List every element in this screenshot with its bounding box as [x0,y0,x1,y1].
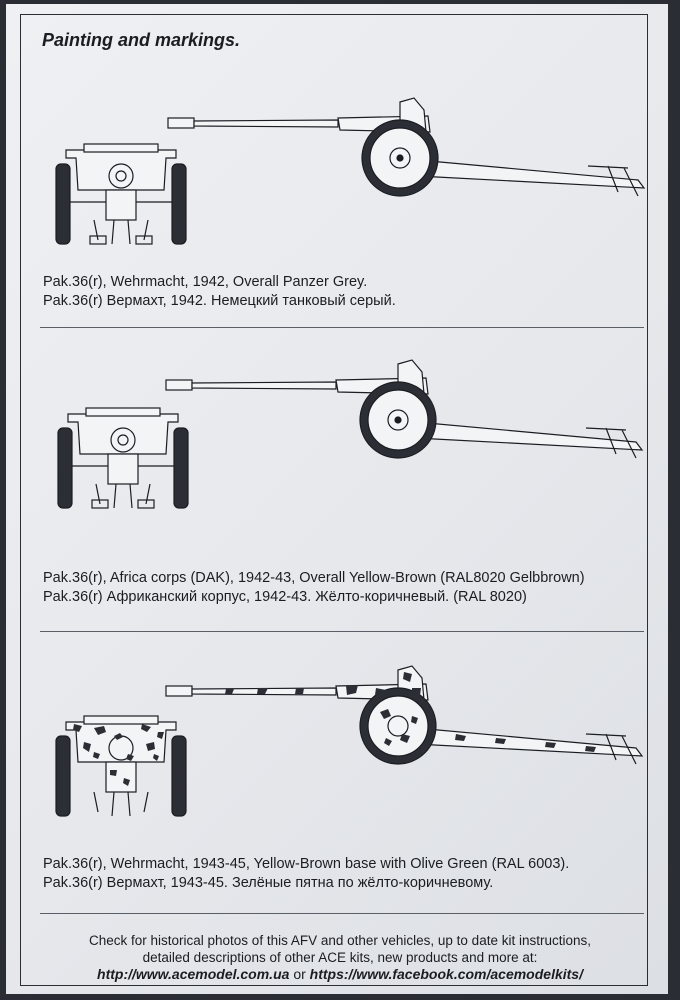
scheme-caption-3: Pak.36(r), Wehrmacht, 1943-45, Yellow-Br… [43,855,569,893]
scheme-caption-1: Pak.36(r), Wehrmacht, 1942, Overall Panz… [43,273,396,311]
page-border [20,14,648,986]
footer: Check for historical photos of this AFV … [30,932,650,983]
section-divider-2 [40,631,644,632]
footer-line-1: Check for historical photos of this AFV … [88,933,591,948]
caption-russian-1: Pak.36(r) Вермахт, 1942. Немецкий танков… [43,293,396,309]
gun-front-view-2 [57,407,189,509]
gun-side-view-2 [165,359,644,459]
gun-front-view-1 [55,143,187,245]
caption-english-3: Pak.36(r), Wehrmacht, 1943-45, Yellow-Br… [43,856,570,872]
gun-side-view-3-camouflage [165,665,644,765]
website-link[interactable]: http://www.acemodel.com.ua [97,966,290,982]
page-title: Painting and markings. [42,30,241,50]
caption-russian-3: Pak.36(r) Вермахт, 1943-45. Зелёные пятн… [43,875,494,891]
footer-links: http://www.acemodel.com.ua or https://ww… [30,966,650,983]
section-divider-3 [40,913,644,914]
section-divider-1 [40,327,644,328]
caption-english-1: Pak.36(r), Wehrmacht, 1942, Overall Panz… [43,274,368,290]
facebook-link[interactable]: https://www.facebook.com/acemodelkits/ [309,966,583,982]
scheme-caption-2: Pak.36(r), Africa corps (DAK), 1942-43, … [43,569,585,607]
footer-or: or [293,966,306,982]
gun-side-view-1 [167,97,646,197]
caption-russian-2: Pak.36(r) Африканский корпус, 1942-43. Ж… [43,589,527,605]
footer-line-2: detailed descriptions of other ACE kits,… [142,950,538,965]
caption-english-2: Pak.36(r), Africa corps (DAK), 1942-43, … [43,570,585,586]
gun-front-view-3-camouflage [55,715,187,817]
